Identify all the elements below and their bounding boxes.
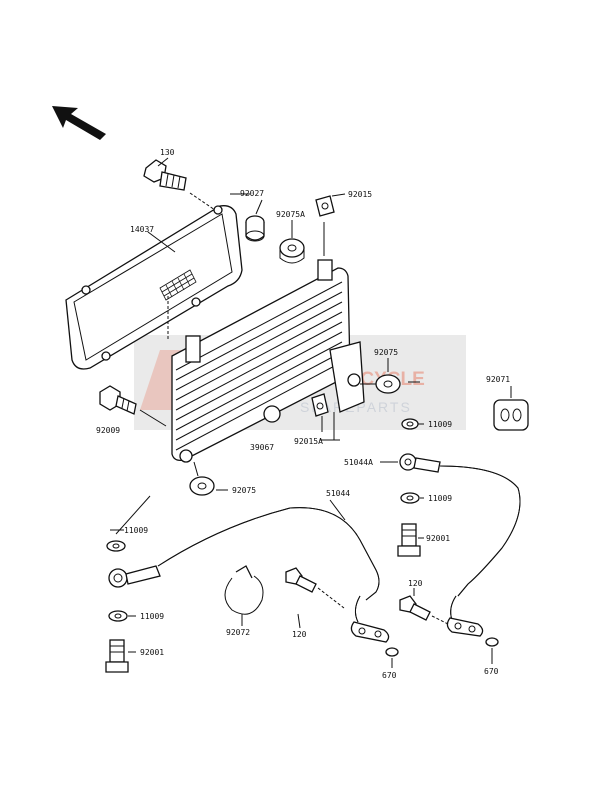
bolt-92009 [99,385,167,427]
oil-hose-51044 [108,499,390,643]
label-11009-left-upper: 11009 [124,526,148,535]
collar-92027 [245,199,265,242]
nut-92015 [315,193,346,256]
label-92075A: 92075A [276,210,305,219]
oil-cooler-radiator [171,259,365,463]
o-ring-670-right [485,637,499,647]
washer-11009-left-lower [108,610,128,622]
label-92075-mid: 92075 [232,486,256,495]
label-11009-right: 11009 [428,420,452,429]
label-130: 130 [160,148,175,157]
guard-14037 [65,205,243,370]
hose-clamp-92072 [224,565,264,615]
label-670-left: 670 [382,671,397,680]
label-92001-right: 92001 [426,534,450,543]
label-92009: 92009 [96,426,120,435]
washer-11009-left-upper [106,495,151,552]
grommet-92075A [279,220,305,264]
nut-92015A [311,393,329,432]
grommet-92075-top [360,358,401,394]
label-92015A: 92015A [294,437,323,446]
label-92071: 92071 [486,375,510,384]
label-51044A: 51044A [344,458,373,467]
label-120-left: 120 [292,630,307,639]
banjo-bolt-92001-left [105,639,129,673]
label-39067: 39067 [250,443,274,452]
label-14037: 14037 [130,225,154,234]
grommet-92075-mid [189,461,215,496]
washer-11009-right-lower [400,492,420,504]
label-11009-right-lower: 11009 [428,494,452,503]
bolt-120-left [285,567,345,609]
label-92075-top: 92075 [374,348,398,357]
label-92001-left: 92001 [140,648,164,657]
label-11009-left-lower: 11009 [140,612,164,621]
label-51044: 51044 [326,489,350,498]
o-ring-670-left [385,647,399,657]
label-92015: 92015 [348,190,372,199]
oil-hose-51044A [380,453,521,637]
bolt-120-right [399,595,449,625]
washer-11009-right [401,418,419,430]
rubber-block-92071 [493,386,529,431]
label-92072: 92072 [226,628,250,637]
leader-lines [110,193,493,668]
label-92027: 92027 [240,189,264,198]
banjo-bolt-92001-right [397,523,421,557]
label-670-right: 670 [484,667,499,676]
bolt-130 [143,157,216,211]
direction-arrow-icon [52,106,106,140]
label-120-right: 120 [408,579,423,588]
part-labels: 130 14037 92027 92015 92075A 92075 92071… [96,148,510,680]
